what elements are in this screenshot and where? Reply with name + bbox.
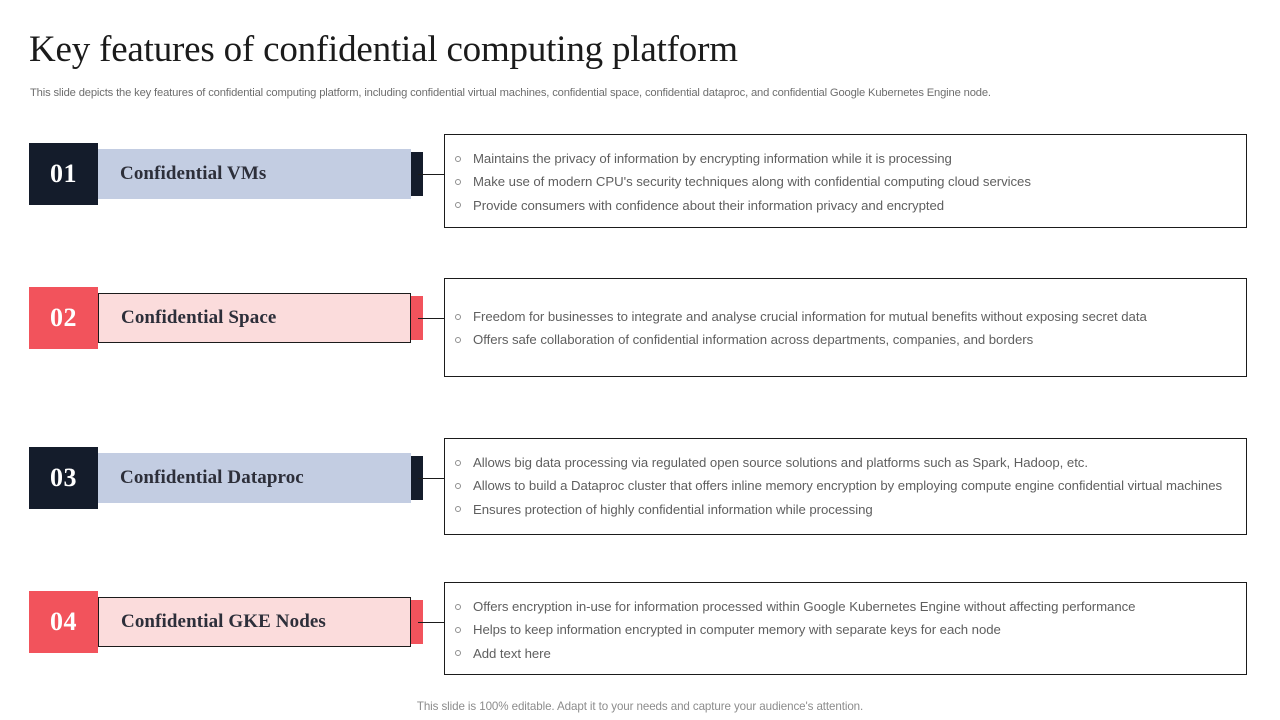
feature-detail-panel: Allows big data processing via regulated…	[444, 438, 1247, 535]
bullet-item: Add text here	[445, 642, 1246, 665]
bullet-item: Offers encryption in-use for information…	[445, 595, 1246, 618]
bullet-circle-icon	[455, 650, 461, 657]
bullet-text: Offers encryption in-use for information…	[473, 599, 1136, 614]
bullet-text: Ensures protection of highly confidentia…	[473, 501, 873, 517]
feature-label-bar[interactable]: Confidential GKE Nodes	[98, 597, 411, 647]
bullet-text: Maintains the privacy of information by …	[473, 151, 952, 166]
bullet-text: Provide consumers with confidence about …	[473, 197, 945, 213]
bullet-circle-icon	[455, 178, 461, 185]
bullet-item: Freedom for businesses to integrate and …	[445, 305, 1246, 328]
bullet-circle-icon	[455, 482, 461, 489]
bullet-circle-icon	[455, 626, 461, 633]
slide-title: Key features of confidential computing p…	[29, 29, 738, 70]
connector-line	[418, 622, 445, 623]
bullet-text: Make use of modern CPU's security techni…	[473, 174, 1031, 190]
bullet-circle-icon	[455, 336, 461, 343]
feature-number-badge: 01	[29, 143, 98, 205]
bullet-text: Allows big data processing via regulated…	[473, 455, 1088, 470]
bullet-circle-icon	[455, 155, 461, 162]
bullet-list: Freedom for businesses to integrate and …	[445, 305, 1246, 352]
bullet-text: Add text here	[473, 645, 551, 661]
bullet-circle-icon	[455, 202, 461, 209]
bullet-item: Ensures protection of highly confidentia…	[445, 498, 1246, 521]
bullet-item: Offers safe collaboration of confidentia…	[445, 328, 1246, 351]
bullet-text: Freedom for businesses to integrate and …	[473, 309, 1147, 324]
connector-line	[418, 174, 445, 175]
bullet-circle-icon	[455, 459, 461, 466]
feature-detail-panel: Offers encryption in-use for information…	[444, 582, 1247, 675]
bullet-text: Offers safe collaboration of confidentia…	[473, 332, 1034, 348]
bullet-item: Make use of modern CPU's security techni…	[445, 170, 1246, 193]
bullet-item: Provide consumers with confidence about …	[445, 194, 1246, 217]
bullet-text: Helps to keep information encrypted in c…	[473, 622, 1001, 638]
feature-label-bar[interactable]: Confidential Dataproc	[98, 453, 411, 503]
bullet-list: Allows big data processing via regulated…	[445, 451, 1246, 521]
feature-number-badge: 04	[29, 591, 98, 653]
feature-label-text: Confidential Dataproc	[120, 467, 304, 488]
feature-label-bar[interactable]: Confidential VMs	[98, 149, 411, 199]
bullet-list: Offers encryption in-use for information…	[445, 595, 1246, 665]
footer-note: This slide is 100% editable. Adapt it to…	[416, 700, 864, 713]
bullet-item: Helps to keep information encrypted in c…	[445, 618, 1246, 641]
bullet-circle-icon	[455, 506, 461, 513]
bullet-item: Allows to build a Dataproc cluster that …	[445, 474, 1246, 497]
feature-number-badge: 02	[29, 287, 98, 349]
feature-detail-panel: Freedom for businesses to integrate and …	[444, 278, 1247, 377]
slide-subtitle: This slide depicts the key features of c…	[30, 87, 991, 99]
bullet-circle-icon	[455, 313, 461, 320]
bullet-text: Allows to build a Dataproc cluster that …	[473, 478, 1223, 494]
feature-label-text: Confidential Space	[121, 307, 277, 328]
bullet-item: Maintains the privacy of information by …	[445, 147, 1246, 170]
feature-label-text: Confidential GKE Nodes	[121, 611, 326, 632]
connector-line	[418, 318, 445, 319]
feature-detail-panel: Maintains the privacy of information by …	[444, 134, 1247, 228]
feature-label-text: Confidential VMs	[120, 163, 267, 184]
bullet-list: Maintains the privacy of information by …	[445, 147, 1246, 217]
feature-number-badge: 03	[29, 447, 98, 509]
feature-label-bar[interactable]: Confidential Space	[98, 293, 411, 343]
bullet-circle-icon	[455, 603, 461, 610]
bullet-item: Allows big data processing via regulated…	[445, 451, 1246, 474]
connector-line	[418, 478, 445, 479]
